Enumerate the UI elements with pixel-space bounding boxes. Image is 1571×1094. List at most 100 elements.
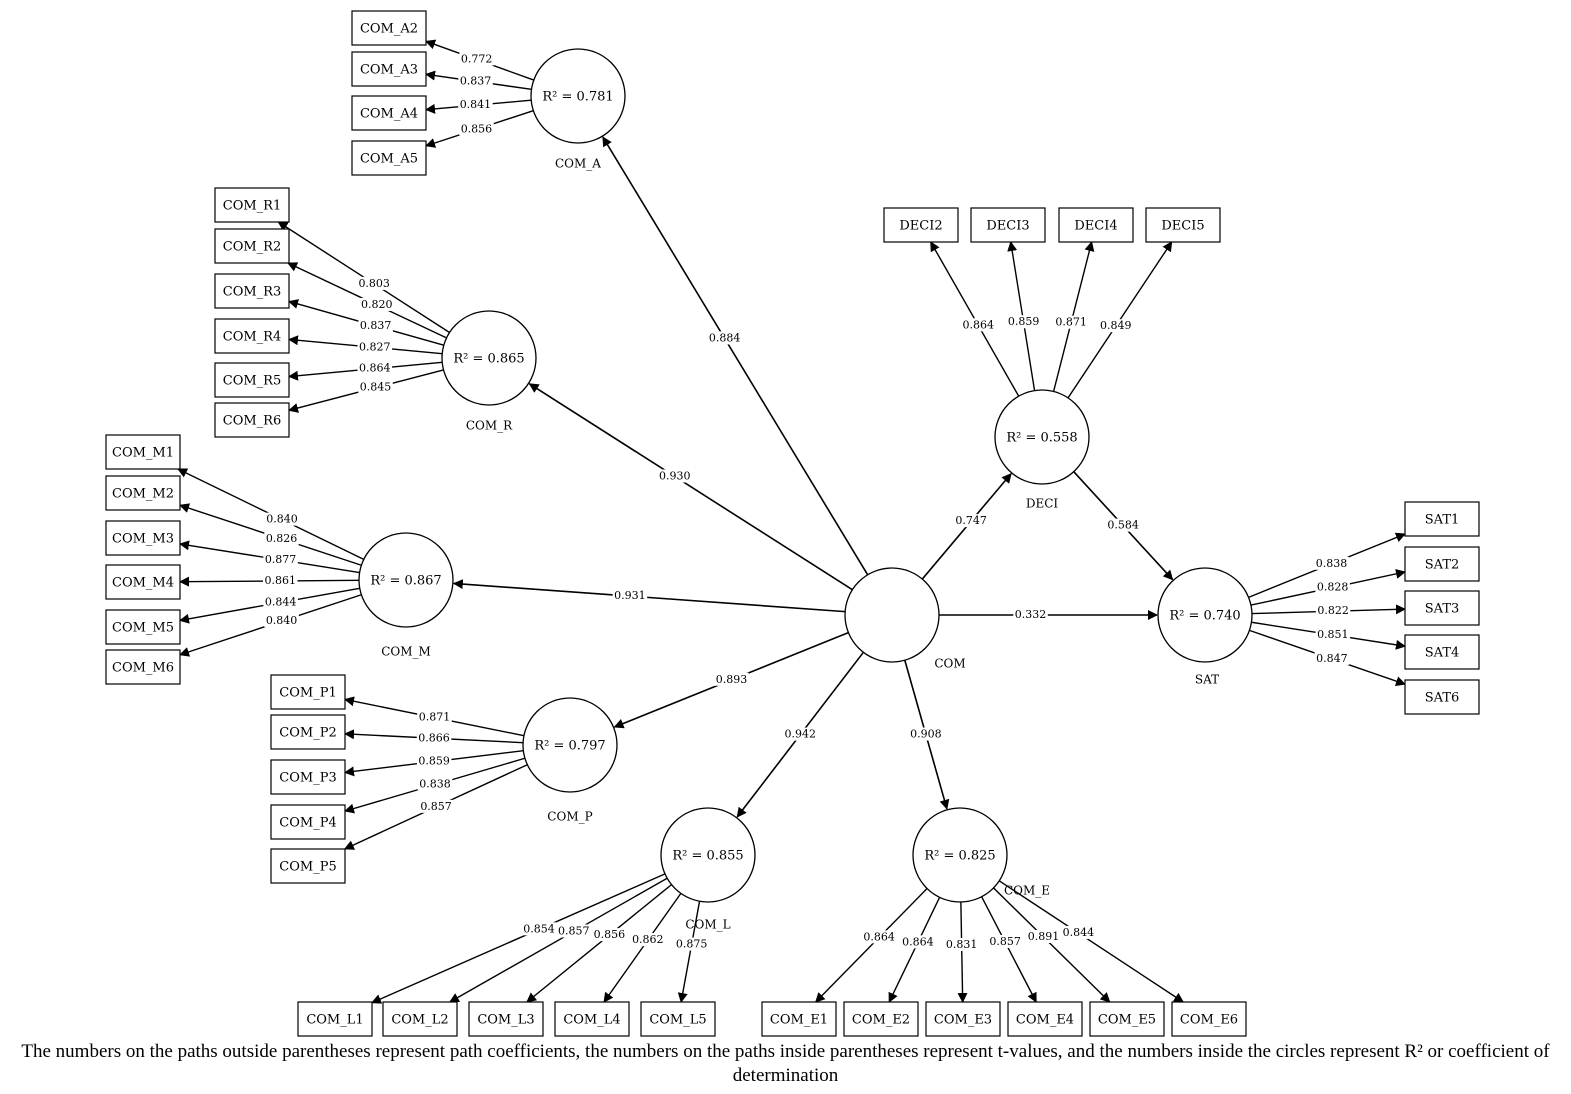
indicator-label-com-a5: COM_A5 bbox=[360, 152, 418, 167]
loading-value-deci4: 0.871 bbox=[1053, 315, 1089, 329]
indicator-label-com-p3: COM_P3 bbox=[279, 771, 336, 786]
svg-text:0.837: 0.837 bbox=[460, 74, 492, 87]
construct-name-com-e: COM_E bbox=[1004, 884, 1050, 898]
loading-value-com-p2: 0.866 bbox=[416, 731, 452, 745]
indicator-box-com-r4 bbox=[214, 318, 290, 354]
indicator-label-com-l4: COM_L4 bbox=[563, 1013, 620, 1028]
loading-value-sat2: 0.828 bbox=[1315, 580, 1350, 594]
loading-value-com-r6: 0.845 bbox=[358, 380, 393, 394]
loading-value-com-p3: 0.859 bbox=[416, 754, 452, 768]
indicator-box-com-m6 bbox=[105, 649, 181, 685]
indicator-box-com-e2 bbox=[843, 1001, 919, 1037]
loading-value-com-r4: 0.827 bbox=[357, 340, 393, 354]
path-arrow-com-to-com-m bbox=[452, 579, 846, 613]
indicator-label-com-e5: COM_E5 bbox=[1098, 1013, 1156, 1028]
indicator-box-com-m1 bbox=[105, 434, 181, 470]
indicator-box-com-p3 bbox=[270, 759, 346, 795]
indicator-label-com-l2: COM_L2 bbox=[391, 1013, 448, 1028]
construct-circle-com-l bbox=[660, 807, 756, 903]
indicator-box-com-e1 bbox=[761, 1001, 837, 1037]
indicator-label-com-r4: COM_R4 bbox=[223, 330, 281, 345]
indicator-box-deci4 bbox=[1058, 207, 1134, 243]
indicator-label-com-a3: COM_A3 bbox=[360, 63, 418, 78]
indicator-box-com-e5 bbox=[1089, 1001, 1165, 1037]
path-arrow-com-to-com-r bbox=[528, 383, 853, 591]
loading-value-com-m5: 0.844 bbox=[263, 595, 298, 609]
r2-value-com-e: R² = 0.825 bbox=[924, 849, 995, 864]
construct-name-com-l: COM_L bbox=[685, 918, 730, 932]
construct-name-com-p: COM_P bbox=[547, 810, 592, 824]
svg-text:0.875: 0.875 bbox=[676, 938, 708, 951]
indicator-box-com-r3 bbox=[214, 273, 290, 309]
svg-text:0.826: 0.826 bbox=[266, 532, 298, 545]
indicator-label-sat4: SAT4 bbox=[1425, 646, 1460, 661]
svg-text:0.803: 0.803 bbox=[358, 277, 390, 290]
indicator-label-sat2: SAT2 bbox=[1425, 558, 1460, 573]
loading-value-com-e5: 0.891 bbox=[1026, 929, 1061, 943]
indicator-label-com-l3: COM_L3 bbox=[477, 1013, 534, 1028]
path-coefficient-com-com-a: 0.884 bbox=[707, 331, 742, 345]
svg-text:0.838: 0.838 bbox=[1316, 557, 1348, 570]
indicator-label-com-r1: COM_R1 bbox=[223, 199, 281, 214]
loading-value-com-m6: 0.840 bbox=[264, 614, 299, 628]
indicator-label-com-r3: COM_R3 bbox=[223, 285, 281, 300]
indicator-label-com-p4: COM_P4 bbox=[279, 816, 336, 831]
svg-text:0.862: 0.862 bbox=[632, 933, 664, 946]
path-coefficient-com-com-r: 0.930 bbox=[657, 469, 693, 483]
svg-text:0.857: 0.857 bbox=[558, 924, 590, 937]
svg-text:0.871: 0.871 bbox=[1055, 316, 1087, 329]
indicator-label-com-r5: COM_R5 bbox=[223, 374, 281, 389]
indicator-label-com-m5: COM_M5 bbox=[112, 621, 174, 636]
svg-text:0.931: 0.931 bbox=[614, 589, 646, 602]
svg-text:0.838: 0.838 bbox=[419, 778, 451, 791]
loading-value-com-e2: 0.864 bbox=[900, 935, 936, 949]
indicator-box-com-p2 bbox=[270, 714, 346, 750]
construct-circle-com-r bbox=[441, 310, 537, 406]
indicator-box-com-a4 bbox=[351, 95, 427, 131]
loading-value-com-m1: 0.840 bbox=[264, 512, 300, 526]
indicator-box-sat1 bbox=[1404, 501, 1480, 537]
indicator-label-com-p1: COM_P1 bbox=[279, 686, 336, 701]
path-coefficient-com-sat: 0.332 bbox=[1013, 608, 1048, 621]
indicator-label-sat6: SAT6 bbox=[1425, 691, 1460, 706]
construct-circle-com-e bbox=[912, 807, 1008, 903]
loading-value-com-e6: 0.844 bbox=[1061, 925, 1096, 939]
svg-text:0.844: 0.844 bbox=[265, 595, 297, 608]
construct-circle-com-a bbox=[530, 48, 626, 144]
svg-text:0.332: 0.332 bbox=[1015, 608, 1047, 621]
indicator-box-com-p5 bbox=[270, 848, 346, 884]
indicator-box-com-p4 bbox=[270, 804, 346, 840]
indicator-box-sat3 bbox=[1404, 590, 1480, 626]
svg-text:0.844: 0.844 bbox=[1063, 926, 1095, 939]
indicator-label-com-p5: COM_P5 bbox=[279, 860, 336, 875]
loading-value-com-m2: 0.826 bbox=[264, 531, 299, 545]
svg-text:0.847: 0.847 bbox=[1316, 652, 1348, 665]
loading-value-sat6: 0.847 bbox=[1314, 651, 1350, 665]
svg-text:0.884: 0.884 bbox=[709, 331, 741, 344]
svg-text:0.849: 0.849 bbox=[1100, 319, 1132, 332]
svg-text:0.891: 0.891 bbox=[1028, 930, 1060, 943]
loading-value-com-l1: 0.854 bbox=[521, 922, 557, 936]
indicator-label-com-r6: COM_R6 bbox=[223, 414, 281, 429]
indicator-label-com-e6: COM_E6 bbox=[1180, 1013, 1238, 1028]
r2-value-com-p: R² = 0.797 bbox=[534, 739, 605, 754]
loading-value-com-p1: 0.871 bbox=[417, 710, 452, 724]
svg-text:0.859: 0.859 bbox=[418, 755, 450, 768]
indicator-label-com-p2: COM_P2 bbox=[279, 726, 336, 741]
indicator-box-com-a5 bbox=[351, 140, 427, 176]
indicator-box-com-m3 bbox=[105, 520, 181, 556]
indicator-box-com-l1 bbox=[297, 1001, 373, 1037]
construct-circle-com bbox=[844, 567, 940, 663]
svg-text:0.845: 0.845 bbox=[360, 381, 392, 394]
r2-value-sat: R² = 0.740 bbox=[1169, 609, 1240, 624]
construct-name-sat: SAT bbox=[1195, 673, 1219, 687]
svg-text:0.822: 0.822 bbox=[1317, 604, 1349, 617]
indicator-box-com-l5 bbox=[640, 1001, 716, 1037]
svg-text:0.831: 0.831 bbox=[946, 938, 978, 951]
loading-arrow-com-e1 bbox=[814, 888, 928, 1003]
indicator-box-sat6 bbox=[1404, 679, 1480, 715]
indicator-label-com-a2: COM_A2 bbox=[360, 22, 418, 37]
indicator-label-com-m1: COM_M1 bbox=[112, 446, 174, 461]
indicator-box-com-m2 bbox=[105, 475, 181, 511]
